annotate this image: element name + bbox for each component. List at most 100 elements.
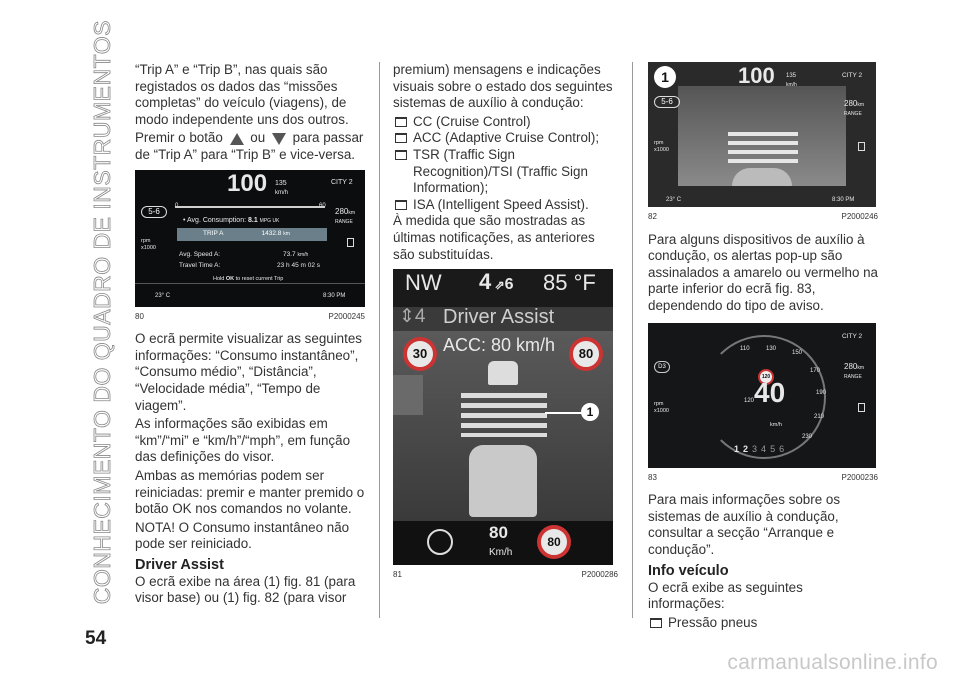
range-value: 280km [844,361,865,371]
range-value: 280km [844,99,865,108]
speed-sign-bottom: 80 [537,525,571,560]
range-label: RANGE [335,218,353,225]
acc-speed-text: ACC: 80 km/h [443,335,556,356]
avg-speed-label: Avg. Speed A: [179,250,221,258]
paragraph: “Trip A” e “Trip B”, nas quais são regis… [135,62,349,127]
chapter-title-text: CONHECIMENTO DO QUADRO DE INSTRUMENTOS [88,20,115,605]
gear-group-badge: 5-6 [141,205,167,218]
paragraph-buttons: Premir o botão ou para passar de “Trip A… [135,130,364,162]
speed-unit: km/h [786,82,797,88]
set-speed-unit: Km/h [489,547,513,559]
watermark: carmanualsonline.info [727,651,938,674]
gauge-arc [702,334,826,459]
scale-170: 170 [810,367,821,374]
callout-marker: 1 [581,403,599,422]
clock: 8:30 PM [832,197,855,203]
hold-ok-hint: Hold OK to reset current Trip [213,275,284,282]
bullet-icon [395,133,407,144]
speed-limit-sign: 120 [758,368,774,385]
distance-bars [461,393,547,438]
list-item: CC (Cruise Control) [393,114,618,131]
drive-mode: CITY 2 [842,72,863,79]
chapter-side-title: CONHECIMENTO DO QUADRO DE INSTRUMENTOS [82,20,122,605]
fuel-icon [347,237,354,247]
distance-bars [728,132,798,164]
drive-mode: CITY 2 [331,178,353,186]
bullet-icon [650,617,662,628]
travel-time-label: Travel Time A: [179,261,221,269]
range-label: RANGE [844,373,862,380]
scale-130: 130 [766,345,777,352]
avg-speed-value: 73.7 km/h [283,250,309,258]
speed-value: 100 [738,63,775,88]
compass-heading: NW [405,270,442,296]
speed-sign-left: 30 [403,337,437,372]
scale-110: 110 [740,345,750,352]
speed-limit: 135 [786,73,797,79]
arrow-down-icon [271,132,286,145]
range-label: RANGE [844,111,862,117]
speed-unit: km/h [770,421,782,428]
callout-line [545,412,587,414]
speed-unit: km/h [275,189,289,196]
column-divider [379,62,380,618]
gear-left-badge: D3 [654,360,670,373]
paragraph: premium) mensagens e indicações visuais … [393,62,613,111]
section-heading-driver-assist: Driver Assist [135,556,224,573]
clock: 8:30 PM [323,292,346,299]
paragraph: Para alguns dispositivos de auxílio à co… [648,231,879,313]
paragraph: O ecrã permite visualizar as seguintes i… [135,331,362,413]
fuel-icon [858,142,865,151]
figure-83-speedometer: CITY 2 110 130 150 170 190 210 230 120 1… [648,322,876,468]
bullet-icon [395,149,407,160]
title-gear: ⇕4 [399,306,426,328]
outside-temp: 23° C [666,197,682,203]
figure-80-trip-display: 100 135 km/h CITY 2 0 60 5-6 280km RANGE… [135,169,365,307]
paragraph: Ambas as memórias podem ser reiniciadas:… [135,467,365,517]
range-value: 280km [335,206,356,216]
travel-time-value: 23 h 45 m 02 s [277,261,321,269]
set-speed: 80 [489,523,508,543]
column-1: “Trip A” e “Trip B”, nas quais são regis… [135,62,365,609]
drive-mode: CITY 2 [842,332,863,340]
scale-230: 230 [802,433,813,440]
gear-sequence: 123456 [734,443,789,454]
ego-car-icon [469,445,537,518]
scale-210: 210 [814,413,825,420]
title-bar [393,307,613,332]
avg-consumption-row: • Avg. Consumption: 8.1 MPG UK [183,216,280,224]
speed-value: 100 [227,169,268,197]
cruise-control-icon [427,529,453,556]
limit-small: 120 [744,397,755,404]
paragraph: O ecrã exibe as seguintes informações: [648,579,803,612]
list-item: ACC (Adaptive Cruise Control); [393,130,618,147]
scale-bar [175,205,325,208]
section-heading-info-veiculo: Info veículo [648,562,729,579]
left-indicator-panel [393,375,423,416]
speed-value: 40 [754,376,786,408]
outside-temp: 85 °F [543,270,596,296]
paragraph: O ecrã exibe na área (1) fig. 81 (para v… [135,573,356,606]
paragraph: À medida que são mostradas as últimas no… [393,213,595,262]
title-driver-assist: Driver Assist [443,306,555,329]
list-item: TSR (Traffic Sign Recognition)/TSI (Traf… [393,147,618,197]
column-divider [632,62,633,618]
page-number: 54 [85,628,107,649]
scale-190: 190 [816,389,827,396]
scale-150: 150 [792,349,803,356]
speed-limit: 135 [275,179,287,187]
speed-sign-right: 80 [569,337,603,372]
current-gear: 4 ⇗6 [479,269,514,295]
outside-temp: 23° C [155,292,171,299]
paragraph: As informações são exibidas em “km”/“mi”… [135,416,351,465]
paragraph: NOTA! O Consumo instantâneo não pode ser… [135,519,350,552]
column-2: premium) mensagens e indicações visuais … [393,62,618,590]
bullet-icon [395,116,407,127]
